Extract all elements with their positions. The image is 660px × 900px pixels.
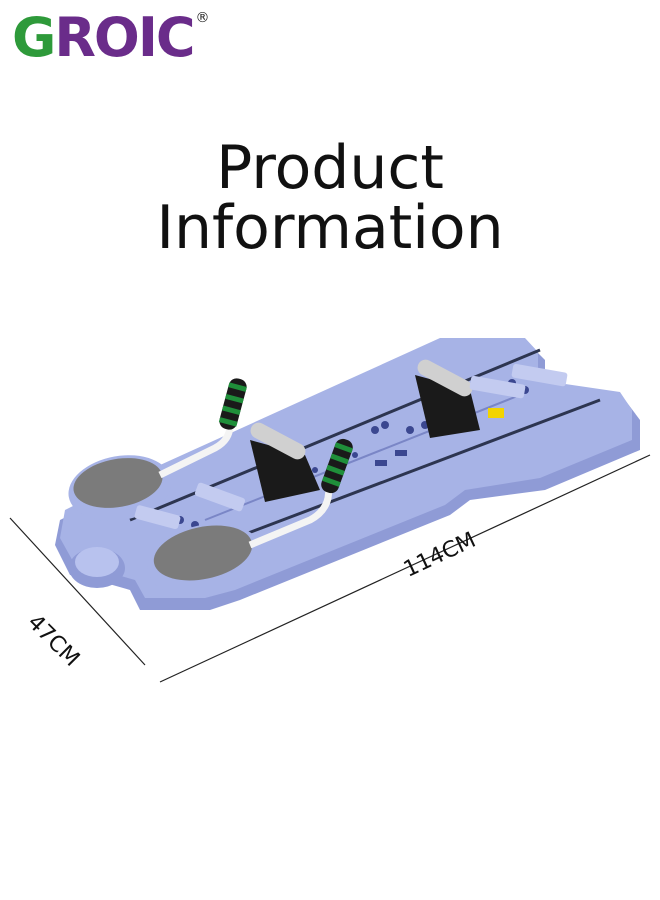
board-tab-4 <box>511 363 568 387</box>
brand-first-letter: G <box>12 6 56 69</box>
title-line-2: Information <box>156 193 504 263</box>
board-knob-top <box>75 547 119 577</box>
pushup-handle-1 <box>250 422 320 502</box>
left-grip <box>218 378 247 430</box>
pushup-handle-2 <box>415 359 480 438</box>
board-tab-3 <box>469 375 526 399</box>
board-tab-2 <box>134 505 181 530</box>
board-rail-2 <box>189 398 601 557</box>
right-grip <box>321 438 353 494</box>
registered-mark: ® <box>195 10 210 26</box>
brand-name-rest: ROIC <box>54 6 195 69</box>
page-title: Product Information <box>0 138 660 258</box>
right-bar <box>248 464 336 549</box>
foot-pad-2 <box>153 525 253 581</box>
length-dimension-line <box>159 454 651 683</box>
warning-sticker <box>488 408 504 418</box>
foot-pad-1 <box>73 458 163 508</box>
board-tab-1 <box>194 482 246 512</box>
width-dimension-line <box>9 517 146 666</box>
brand-logo: GROIC ® <box>12 8 210 68</box>
title-line-1: Product <box>216 133 444 203</box>
brand-wordmark: GROIC <box>12 6 196 69</box>
